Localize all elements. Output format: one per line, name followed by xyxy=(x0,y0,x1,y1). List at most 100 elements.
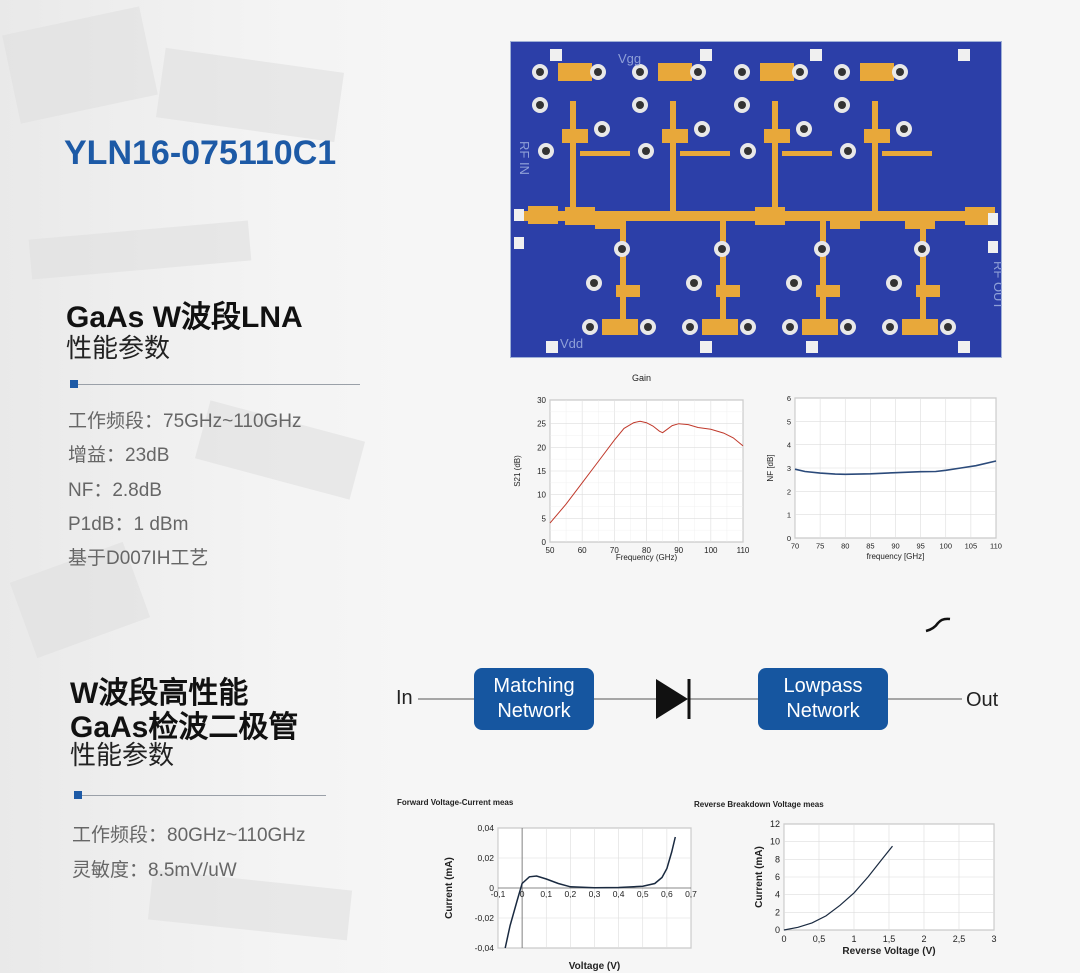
lna-spec-p1db: P1dB：1 dBm xyxy=(68,514,189,535)
rf-in-label: RF IN xyxy=(517,141,532,175)
background-texture xyxy=(0,0,420,973)
nf-chart: 70 75 80 85 90 95 100 105 110 0 1 2 3 4 5 6 frequency [G… xyxy=(766,394,1002,561)
x-tick-label: 1 xyxy=(851,934,856,944)
x-tick-label: 0,6 xyxy=(661,889,673,899)
x-axis-label: Voltage (V) xyxy=(569,961,620,972)
lna-layout-photo: Vgg Vdd RF IN RF OUT xyxy=(510,41,1002,358)
y-tick-label: 10 xyxy=(537,491,546,500)
lowpass-network-label: Lowpass Network xyxy=(783,675,863,722)
x-tick-label: 95 xyxy=(916,542,924,551)
lna-divider xyxy=(70,380,360,388)
series-line xyxy=(783,845,893,931)
x-tick-label: 110 xyxy=(990,542,1002,551)
x-tick-label: 110 xyxy=(737,546,750,555)
rf-out-label: RF OUT xyxy=(991,261,1002,309)
x-tick-label: 0,5 xyxy=(813,934,826,944)
x-tick-label: -0,1 xyxy=(491,889,506,899)
y-tick-label: -0,02 xyxy=(475,913,495,923)
y-tick-label: 20 xyxy=(537,443,546,452)
detector-heading-line2: GaAs检波二极管 xyxy=(70,711,299,744)
decorative-stroke xyxy=(925,617,951,633)
block-diagram-wires xyxy=(418,679,962,719)
output-label: Out xyxy=(966,689,999,711)
vgg-label: Vgg xyxy=(618,51,641,66)
x-tick-label: 0 xyxy=(781,934,786,944)
x-tick-label: 0,3 xyxy=(589,889,601,899)
x-tick-label: 80 xyxy=(841,542,849,551)
lna-spec-frequency: 工作频段：75GHz~110GHz xyxy=(68,411,302,432)
y-tick-label: 30 xyxy=(537,396,546,405)
y-tick-label: 1 xyxy=(787,511,791,520)
x-tick-label: 0,1 xyxy=(540,889,552,899)
x-tick-label: 2 xyxy=(921,934,926,944)
forward-chart-title: Forward Voltage-Current meas xyxy=(397,798,514,807)
y-tick-label: 0,04 xyxy=(477,823,494,833)
y-axis-label: Current (mA) xyxy=(444,857,455,919)
y-tick-label: 0 xyxy=(787,534,791,543)
y-tick-label: 3 xyxy=(787,464,791,473)
y-tick-label: 4 xyxy=(775,890,780,900)
series-line xyxy=(794,460,997,476)
x-tick-label: 80 xyxy=(642,546,651,555)
series-line xyxy=(504,836,677,949)
y-tick-label: 8 xyxy=(775,854,780,864)
x-tick-label: 75 xyxy=(816,542,824,551)
x-tick-label: 2,5 xyxy=(953,934,966,944)
y-tick-label: 6 xyxy=(787,394,791,403)
detector-heading-line1: W波段高性能 xyxy=(70,677,249,710)
lna-heading: GaAs W波段LNA xyxy=(66,301,303,334)
lna-spec-process: 基于D007IH工艺 xyxy=(68,548,209,569)
y-tick-label: 5 xyxy=(542,514,547,523)
detector-spec-frequency: 工作频段：80GHz~110GHz xyxy=(72,825,306,846)
lowpass-network-block: Lowpass Network xyxy=(758,668,888,730)
x-tick-label: 85 xyxy=(866,542,874,551)
input-label: In xyxy=(396,687,413,709)
y-tick-label: 25 xyxy=(537,420,546,429)
y-tick-label: 0 xyxy=(489,883,494,893)
x-tick-label: 90 xyxy=(674,546,683,555)
y-tick-label: 15 xyxy=(537,467,546,476)
y-tick-label: 4 xyxy=(787,441,791,450)
y-tick-label: 2 xyxy=(787,487,791,496)
x-tick-label: 0,4 xyxy=(613,889,625,899)
y-tick-label: 0,02 xyxy=(477,853,494,863)
y-axis-label: Current (mA) xyxy=(754,846,765,908)
x-tick-label: 1,5 xyxy=(883,934,896,944)
x-tick-label: 70 xyxy=(610,546,619,555)
product-title: YLN16-075110C1 xyxy=(64,134,337,172)
vdd-label: Vdd xyxy=(560,336,583,351)
x-tick-label: 105 xyxy=(965,542,978,551)
matching-network-label: Matching Network xyxy=(493,675,575,722)
y-tick-label: -0,04 xyxy=(475,943,495,953)
detector-divider xyxy=(74,791,326,799)
x-axis-label: Reverse Voltage (V) xyxy=(842,946,935,957)
x-tick-label: 50 xyxy=(546,546,555,555)
matching-network-block: Matching Network xyxy=(474,668,594,730)
x-tick-label: 60 xyxy=(578,546,587,555)
gain-chart-title: Gain xyxy=(632,373,652,383)
y-axis-label: NF [dB] xyxy=(766,454,775,481)
x-tick-label: 0 xyxy=(520,889,525,899)
y-tick-label: 6 xyxy=(775,872,780,882)
x-axis-label: Frequency (GHz) xyxy=(616,553,678,562)
detector-spec-sensitivity: 灵敏度：8.5mV/uW xyxy=(72,860,237,881)
x-axis-label: frequency [GHz] xyxy=(867,552,925,561)
x-tick-label: 0,5 xyxy=(637,889,649,899)
x-tick-label: 0,7 xyxy=(685,889,697,899)
lna-spec-nf: NF：2.8dB xyxy=(68,480,162,501)
x-tick-label: 100 xyxy=(939,542,952,551)
x-tick-label: 90 xyxy=(891,542,899,551)
series-line xyxy=(549,420,744,524)
y-tick-label: 12 xyxy=(770,819,780,829)
y-tick-label: 10 xyxy=(770,837,780,847)
lna-spec-gain: 增益：23dB xyxy=(68,445,170,466)
x-tick-label: 3 xyxy=(991,934,996,944)
y-tick-label: 5 xyxy=(787,417,791,426)
x-tick-label: 100 xyxy=(704,546,718,555)
x-tick-label: 70 xyxy=(791,542,799,551)
detector-subheading: 性能参数 xyxy=(70,740,175,770)
reverse-chart-title: Reverse Breakdown Voltage meas xyxy=(694,800,824,809)
